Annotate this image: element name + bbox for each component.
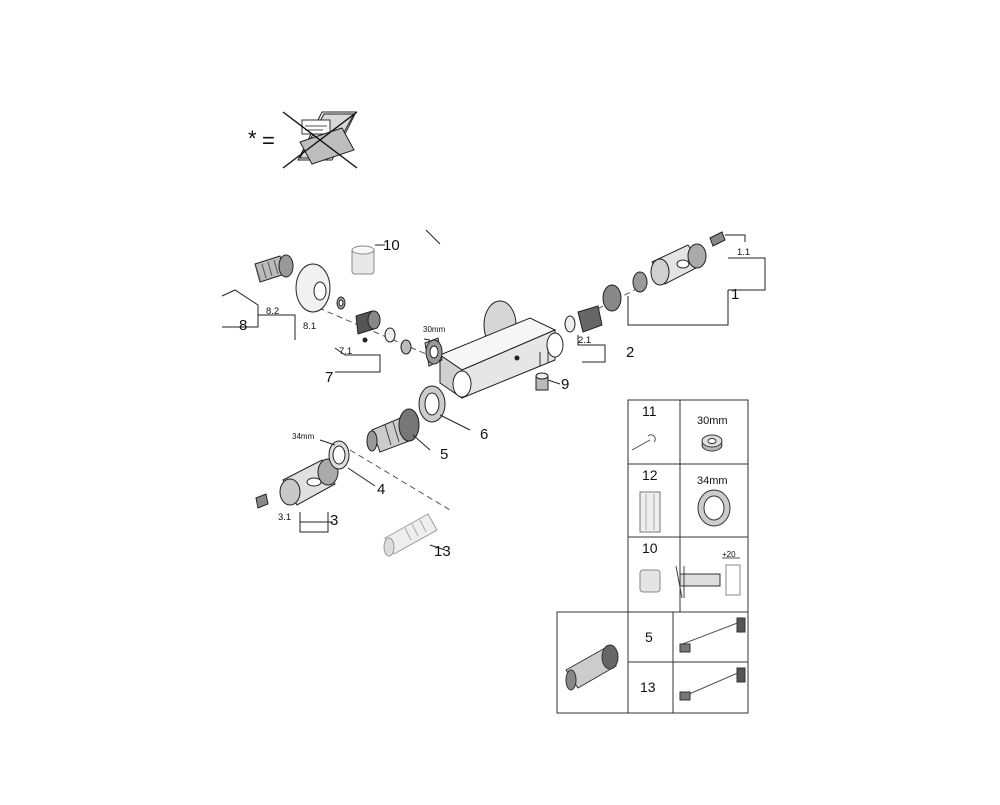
cartridge-13: [383, 513, 438, 557]
label-part-3-1: 3.1: [278, 512, 292, 523]
table-part-12-number: 12: [642, 467, 658, 483]
star-symbol: *: [248, 126, 257, 151]
table-part-10-number: 10: [642, 540, 658, 556]
wall-elbow-8: [254, 245, 375, 313]
label-part-9: 9: [561, 376, 570, 393]
table-part-12-size: 34mm: [697, 475, 728, 487]
label-part-13: 13: [434, 543, 451, 560]
check-valve-2: [564, 284, 622, 333]
label-part-2: 2: [626, 344, 635, 361]
label-part-1-1: 1.1: [737, 247, 751, 258]
reference-table: [556, 399, 749, 714]
label-part-10: 10: [383, 237, 400, 254]
label-part-8-1: 8.1: [303, 321, 317, 332]
label-part-4: 4: [377, 481, 386, 498]
check-valve-7: [355, 310, 443, 367]
ring-4: [328, 440, 350, 470]
mixer-body: [438, 300, 564, 399]
label-size-34mm: 34mm: [292, 432, 315, 441]
table-part-11-size: 30mm: [697, 415, 728, 427]
label-part-6: 6: [480, 426, 489, 443]
label-part-1: 1: [731, 286, 740, 303]
table-part-11-number: 11: [642, 403, 657, 419]
table-part-13-number: 13: [640, 679, 656, 695]
label-part-2-1: 2.1: [578, 335, 592, 346]
label-part-5: 5: [440, 446, 449, 463]
label-part-8-2: 8.2: [266, 306, 280, 317]
table-part-5-number: 5: [645, 629, 653, 645]
no-manual-icon: [282, 111, 358, 169]
equals-symbol: =: [262, 128, 275, 153]
label-part-8: 8: [239, 317, 248, 334]
table-part-10-offset: +20: [722, 550, 736, 559]
label-part-7-1: 7.1: [339, 346, 353, 357]
ring-nut-6: [418, 385, 446, 423]
label-part-3: 3: [330, 512, 339, 529]
label-size-30mm: 30mm: [423, 325, 446, 334]
part-9: [535, 372, 549, 391]
temperature-handle-3: [255, 458, 339, 509]
thermostatic-cartridge-5: [366, 408, 420, 453]
label-part-7: 7: [325, 369, 334, 386]
wall-elbow-1: [632, 231, 726, 293]
label-leaders: [221, 229, 766, 551]
